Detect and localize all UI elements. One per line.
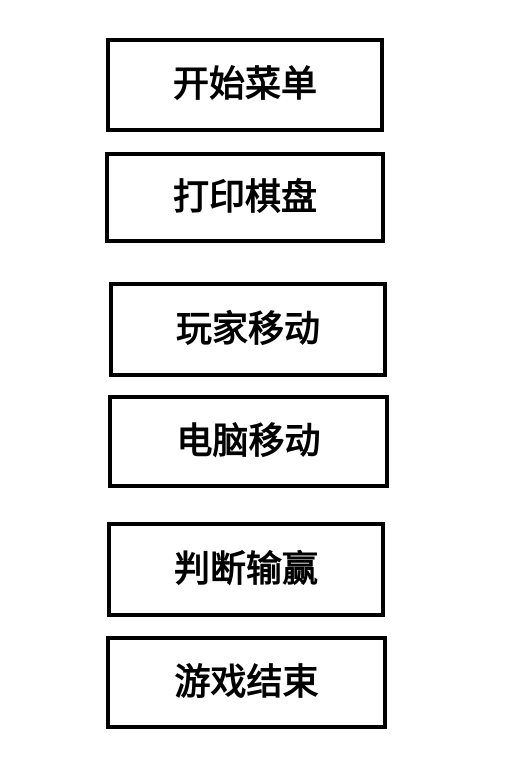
step-label: 判断输赢: [173, 548, 318, 590]
step-label: 玩家移动: [175, 308, 320, 350]
step-label: 游戏结束: [174, 661, 319, 703]
step-label: 打印棋盘: [172, 176, 317, 218]
step-box-player-move: 玩家移动: [109, 282, 387, 377]
step-label: 开始菜单: [172, 64, 317, 105]
step-box-computer-move: 电脑移动: [108, 395, 389, 488]
step-box-game-over: 游戏结束: [106, 636, 387, 729]
step-box-judge-winner: 判断输赢: [107, 522, 385, 617]
step-box-start-menu: 开始菜单: [106, 38, 384, 132]
step-label: 电脑移动: [176, 420, 321, 462]
step-box-print-board: 打印棋盘: [105, 152, 385, 243]
